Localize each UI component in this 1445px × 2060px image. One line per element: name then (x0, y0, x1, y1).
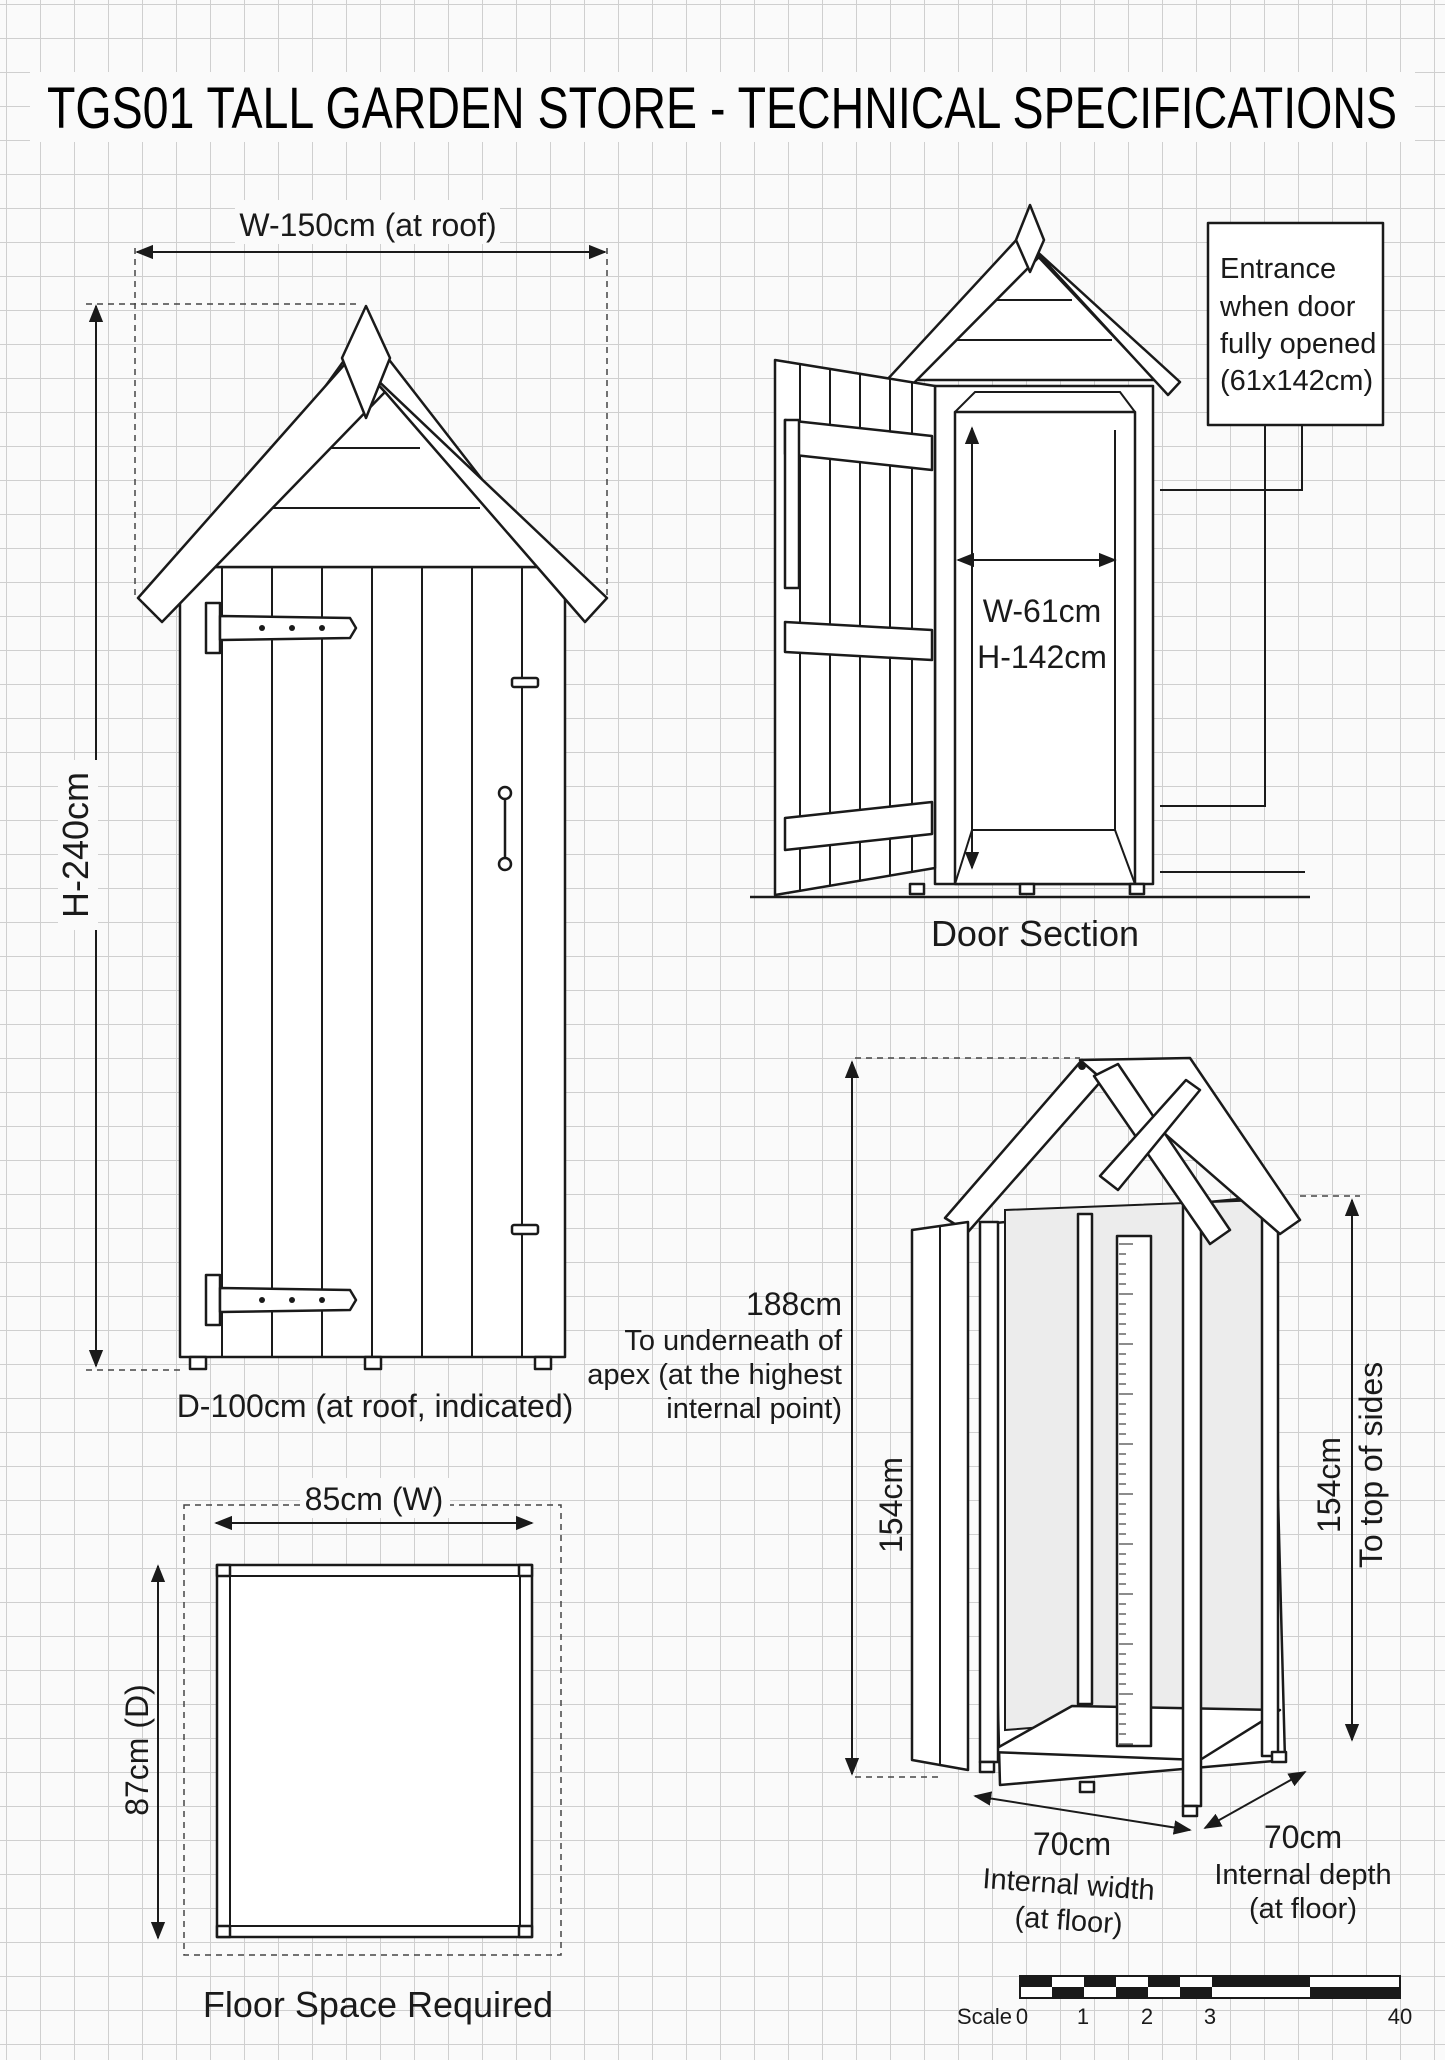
interior-width-value: 70cm (1033, 1826, 1111, 1862)
scale-bar-cell (1020, 1976, 1052, 1987)
callout-line-2: when door (1219, 291, 1356, 323)
door-section-door-edge-strip (783, 418, 801, 590)
title-backdrop (30, 72, 1415, 142)
interior-apex-note-2: apex (at the highest (587, 1359, 842, 1391)
interior-right-height-note: To top of sides (1353, 1362, 1389, 1568)
scale-bar-cell (1148, 1976, 1180, 1987)
scale-tick-3: 3 (1204, 2004, 1216, 2029)
interior-ruler-ticks (1119, 1243, 1133, 1745)
interior-apex-note-1: To underneath of (624, 1325, 843, 1357)
interior-depth-note-2: (at floor) (1249, 1893, 1357, 1925)
interior-depth-note-1: Internal depth (1214, 1859, 1391, 1891)
interior-apex-bolt (1078, 1062, 1086, 1070)
scale-bar-cell (1180, 1987, 1212, 1998)
scale-tick-4: 40 (1388, 2004, 1412, 2029)
front-width-extent-lines (134, 248, 608, 600)
scale-label: Scale (957, 2004, 1012, 2029)
door-section-door-brace-bottom (783, 800, 934, 852)
front-width-label: W-150cm (at roof) (239, 207, 496, 243)
front-feet (188, 1355, 553, 1371)
front-depth-label: D-100cm (at roof, indicated) (177, 1388, 574, 1424)
front-door-handle (497, 785, 513, 872)
scale-tick-1: 1 (1077, 2004, 1089, 2029)
door-section-width-label: W-61cm (983, 593, 1102, 629)
floor-plan-width-label: 85cm (W) (305, 1481, 444, 1517)
door-section-caption: Door Section (931, 913, 1139, 954)
interior-width-note-2: (at floor) (1014, 1901, 1124, 1940)
door-section-dim-label-bg (978, 586, 1108, 676)
interior-apex-note-3: internal point) (666, 1393, 842, 1425)
door-section-gable-boards (950, 299, 1112, 341)
floor-plan-frame-outer (215, 1563, 534, 1939)
door-section-ceiling (954, 391, 1136, 413)
interior-width-note-1: Internal width (981, 1863, 1155, 1907)
front-bottom-hinge (204, 1273, 358, 1327)
front-width-label-bg (235, 200, 500, 244)
scale-bar-cell (1084, 1976, 1116, 1987)
floor-plan-view: 85cm (W) 87cm (D) Floor Space Required (119, 1478, 562, 2025)
door-section-door-brace-mid (783, 620, 934, 662)
scale-bar-cell (1116, 1987, 1148, 1998)
scale-tick-2: 2 (1141, 2004, 1153, 2029)
interior-width-dimension (973, 1791, 1192, 1835)
interior-apex-value: 188cm (746, 1286, 842, 1322)
page-title: TGS01 TALL GARDEN STORE - TECHNICAL SPEC… (47, 76, 1397, 141)
front-gable-boards (262, 447, 480, 509)
interior-right-height-label: 154cm (1311, 1437, 1347, 1533)
door-section-finial (1014, 203, 1046, 274)
floor-plan-depth-label: 87cm (D) (119, 1684, 155, 1816)
scale-bar-cell (1052, 1987, 1084, 1998)
front-roof-finial (340, 304, 392, 420)
interior-measuring-ruler (1115, 1234, 1153, 1748)
scale-bar-cell (1310, 1987, 1400, 1998)
interior-roof-ridge (1098, 1078, 1202, 1192)
interior-extent-lines (855, 1057, 1360, 1778)
interior-depth-value: 70cm (1264, 1819, 1342, 1855)
floor-plan-corner-posts (215, 1563, 534, 1939)
front-height-label-bg (58, 760, 98, 930)
door-section-view: W-61cm H-142cm Entrance when door fully … (750, 203, 1385, 954)
callout-line-4: (61x142cm) (1220, 365, 1373, 397)
floor-plan-frame-inner (229, 1575, 521, 1927)
front-view: W-150cm (at roof) H-240cm (55, 200, 609, 1424)
front-height-extent-lines (86, 303, 360, 1371)
door-section-feet (908, 882, 1146, 896)
scale-bar-cell (1212, 1976, 1310, 1987)
interior-roof-rafter (1092, 1062, 1232, 1246)
floor-plan-caption: Floor Space Required (203, 1984, 553, 2025)
callout-line-3: fully opened (1220, 328, 1376, 360)
interior-left-height-label: 154cm (873, 1457, 909, 1553)
front-bottom-bolt (510, 1223, 540, 1236)
floor-plan-width-label-bg (300, 1478, 450, 1518)
scale-bar-cells (1020, 1976, 1400, 1998)
door-section-callout-box (1206, 221, 1385, 427)
front-top-hinge (204, 601, 358, 655)
front-door-planks (221, 567, 523, 1357)
door-section-height-label: H-142cm (977, 639, 1107, 675)
scale-bar: Scale 0 1 2 3 40 (957, 1975, 1412, 2029)
scale-tick-0: 0 (1016, 2004, 1028, 2029)
interior-depth-dimension (1203, 1771, 1307, 1829)
front-top-bolt (510, 676, 540, 689)
interior-view: 188cm To underneath of apex (at the high… (587, 1056, 1392, 1941)
interior-corner-posts (978, 1194, 1280, 1808)
callout-line-1: Entrance (1220, 253, 1336, 285)
front-height-label: H-240cm (55, 772, 96, 918)
callout-leader-lines (1160, 425, 1305, 873)
